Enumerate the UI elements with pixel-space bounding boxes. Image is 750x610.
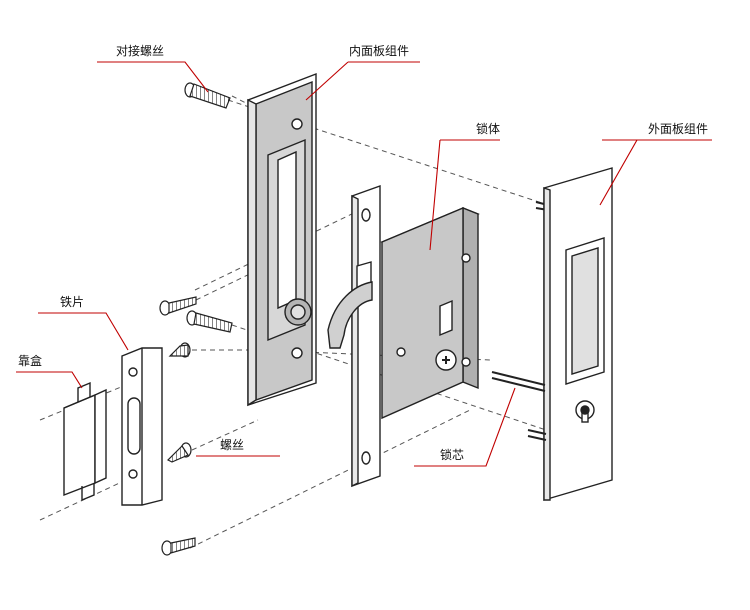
inner-panel — [247, 72, 317, 407]
lock-body — [380, 206, 480, 420]
label-lock-cylinder: 锁芯 — [440, 448, 465, 462]
iron-plate — [121, 347, 163, 506]
leader-lines — [16, 61, 712, 467]
connecting-screw-bottom — [186, 310, 233, 333]
label-lock-body: 锁体 — [476, 122, 501, 136]
screws — [159, 82, 233, 556]
label-connecting-screw: 对接螺丝 — [116, 44, 165, 58]
label-strike-box: 靠盒 — [18, 354, 43, 368]
connecting-screw-top — [184, 82, 231, 109]
outer-panel — [491, 167, 613, 501]
lock-faceplate — [327, 185, 381, 488]
screw-3 — [166, 442, 192, 463]
strike-box — [63, 381, 107, 502]
label-screw: 螺丝 — [220, 438, 245, 452]
screw-1 — [159, 296, 197, 316]
label-outer-panel: 外面板组件 — [648, 122, 709, 136]
screw-4 — [161, 537, 196, 556]
screw-2 — [168, 342, 191, 358]
label-iron-plate: 铁片 — [60, 295, 85, 309]
label-inner-panel: 内面板组件 — [349, 44, 410, 58]
